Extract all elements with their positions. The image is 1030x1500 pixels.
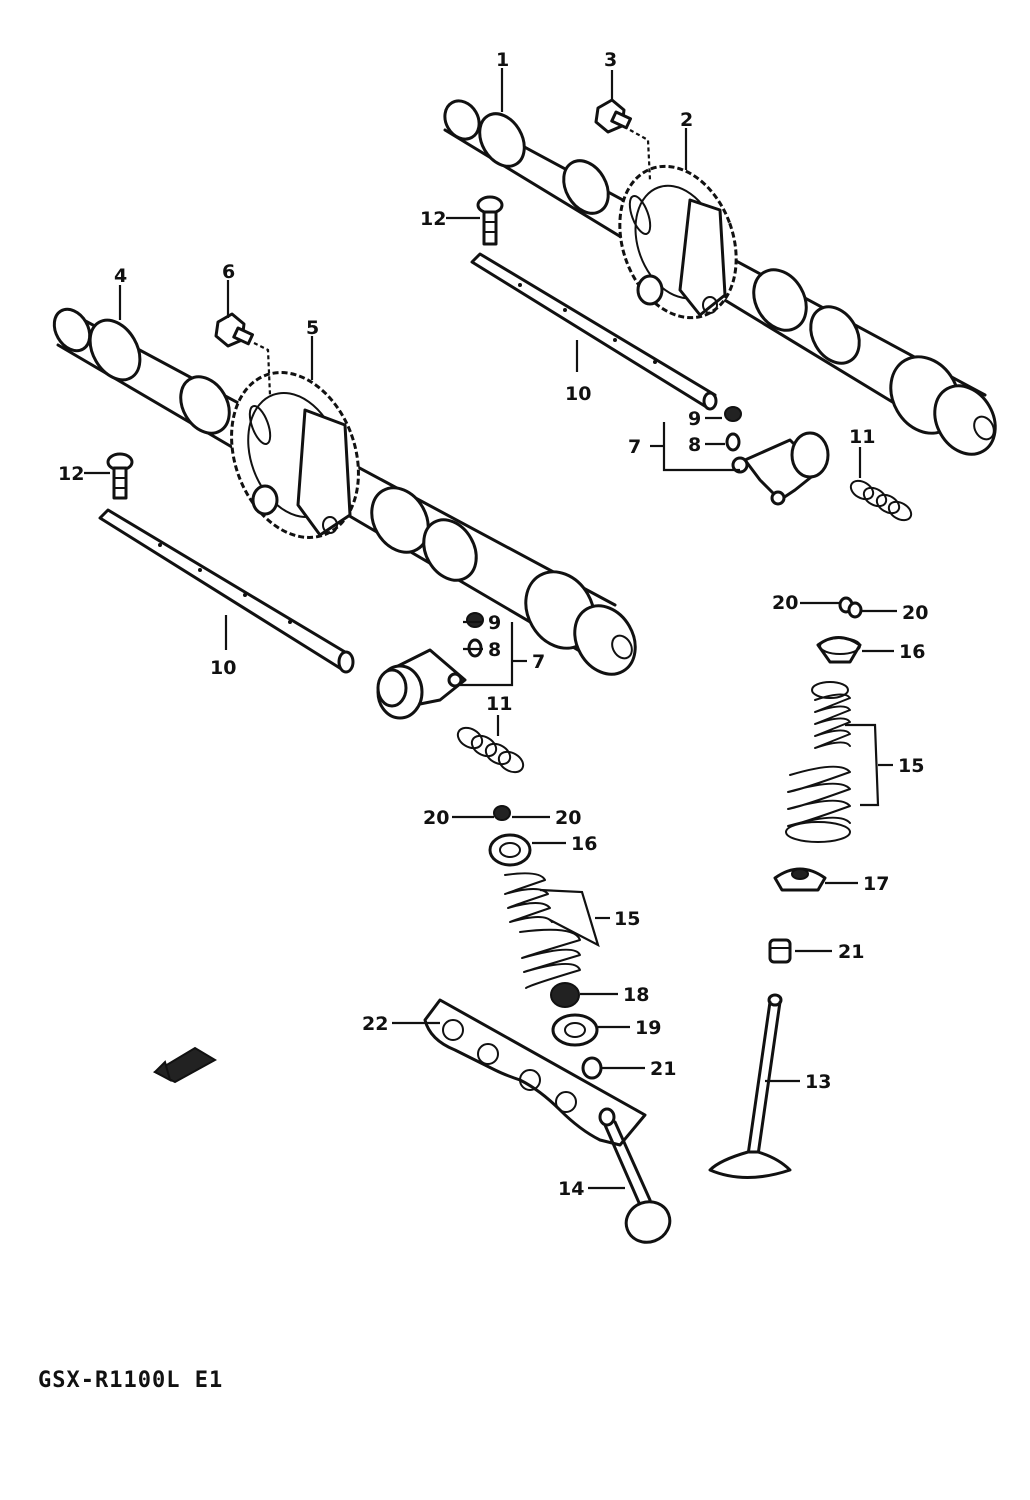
callout-15-left: 15: [614, 908, 640, 930]
rocker-spring-upper: [849, 479, 913, 522]
cam-sprocket-upper: [618, 164, 738, 320]
valve-guide-plate-22: [423, 998, 647, 1147]
callout-2: 2: [680, 109, 693, 131]
bolt-12-lower: [106, 452, 134, 500]
callout-7-upper: 7: [628, 436, 641, 458]
front-direction-arrow-icon: [152, 1046, 218, 1084]
callout-13: 13: [805, 1071, 831, 1093]
valve-stem-seal-right: [768, 938, 792, 964]
callout-16-left: 16: [571, 833, 597, 855]
callout-10-lower: 10: [210, 657, 236, 679]
callout-18: 18: [623, 984, 649, 1006]
valve-13: [708, 993, 792, 1179]
callout-9-lower: 9: [488, 612, 501, 634]
spring-retainer-left: [488, 833, 532, 867]
callout-21-left: 21: [650, 1058, 676, 1080]
callout-20-right-b: 20: [902, 602, 928, 624]
cam-sprocket-lower: [230, 371, 360, 539]
callout-12-upper: 12: [420, 208, 446, 230]
spring-retainer-right: [816, 636, 862, 664]
callout-9-upper: 9: [688, 408, 701, 430]
valve-cotter-right: [838, 596, 863, 619]
callout-20-left-b: 20: [555, 807, 581, 829]
callout-1: 1: [496, 49, 509, 71]
bolt-12-upper: [476, 195, 504, 246]
washer-19: [551, 1013, 599, 1047]
rocker-spring-lower: [456, 726, 525, 774]
spring-seat-left: [550, 982, 580, 1008]
callout-3: 3: [604, 49, 617, 71]
leader-lines: [84, 68, 897, 1190]
callout-7-lower: 7: [532, 651, 545, 673]
callout-10-upper: 10: [565, 383, 591, 405]
callout-4: 4: [114, 265, 127, 287]
callout-22: 22: [362, 1013, 388, 1035]
callout-6: 6: [222, 261, 235, 283]
callout-labels: 1 3 2 12 4 6 5 10 9 8 7 11 12 9 8 7 10 1…: [58, 49, 928, 1200]
sprocket-bolt-upper: [594, 98, 633, 134]
rocker-shaft-upper: [470, 252, 718, 411]
model-code-label: GSX-R1100L E1: [38, 1368, 224, 1393]
valve-14: [603, 1120, 672, 1244]
callout-17: 17: [863, 873, 889, 895]
rocker-shaft-lower: [98, 508, 355, 674]
valve-cotter-left: [493, 805, 511, 821]
spring-seat-right: [773, 867, 827, 892]
callout-8-lower: 8: [488, 639, 501, 661]
callout-15-right: 15: [898, 755, 924, 777]
valve-spring-right: [785, 681, 851, 843]
valve-stem-seal-left: [581, 1056, 603, 1080]
callout-8-upper: 8: [688, 434, 701, 456]
callout-5: 5: [306, 317, 319, 339]
callout-21-right: 21: [838, 941, 864, 963]
callout-11-lower: 11: [486, 693, 512, 715]
camshaft-lower: [52, 307, 637, 676]
callout-14: 14: [558, 1178, 584, 1200]
valve-spring-left: [504, 872, 581, 989]
callout-19: 19: [635, 1017, 661, 1039]
callout-12-lower: 12: [58, 463, 84, 485]
rocker-arm-upper: [724, 406, 830, 506]
rocker-arm-lower: [376, 612, 484, 720]
callout-20-right-a: 20: [772, 592, 798, 614]
callout-11-upper: 11: [849, 426, 875, 448]
sprocket-bolt-lower: [214, 312, 255, 348]
callout-20-left-a: 20: [423, 807, 449, 829]
callout-16-right: 16: [899, 641, 925, 663]
